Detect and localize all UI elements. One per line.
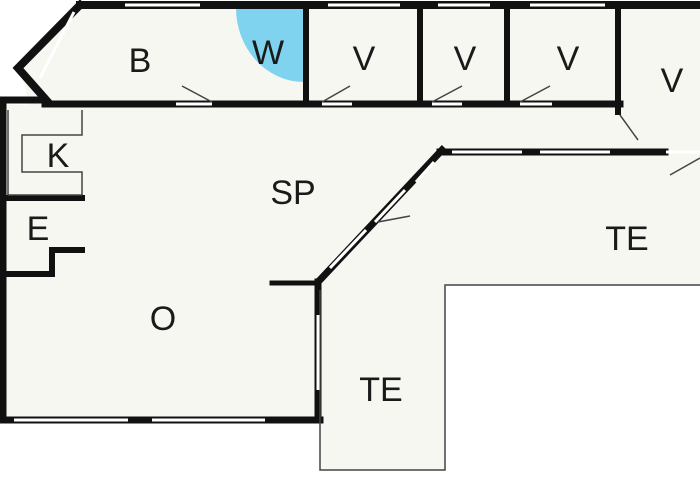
wall-angled-top-left xyxy=(12,0,86,108)
wall-e-bottom xyxy=(0,247,85,277)
room-label-e: E xyxy=(27,210,50,248)
room-labels: B W V V V V K SP E O TE TE xyxy=(27,34,684,409)
floor-terrace-right xyxy=(320,150,700,470)
room-label-te-bottom: TE xyxy=(359,371,402,409)
room-label-v3: V xyxy=(557,40,580,78)
windows xyxy=(14,3,610,422)
doors xyxy=(176,85,700,224)
room-label-sp: SP xyxy=(270,174,315,212)
room-label-w: W xyxy=(252,34,284,72)
terrace-outline xyxy=(319,284,700,471)
floor-upper-wing xyxy=(20,5,700,150)
floor-areas xyxy=(3,5,700,470)
room-label-te-right: TE xyxy=(605,220,648,258)
kitchen-unit xyxy=(7,110,83,196)
room-label-b: B xyxy=(129,42,152,80)
room-label-v2: V xyxy=(454,40,477,78)
floor-main xyxy=(3,105,620,420)
room-label-v1: V xyxy=(353,40,376,78)
room-label-o: O xyxy=(150,300,176,338)
room-label-v4: V xyxy=(661,62,684,100)
shower-area xyxy=(236,8,304,82)
room-label-k: K xyxy=(47,137,70,175)
